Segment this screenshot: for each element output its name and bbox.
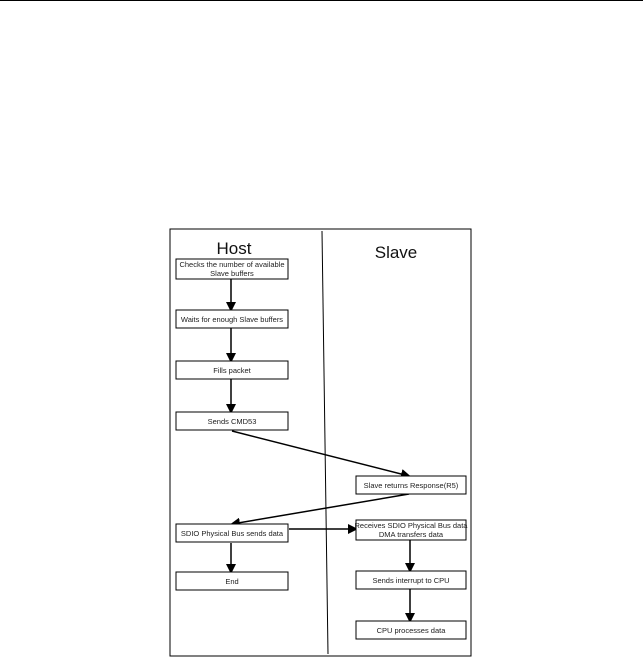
slave-step-cpu-process: CPU processes data [355, 620, 467, 640]
host-step-fill-packet: Fills packet [175, 360, 289, 380]
response-label: Slave returns Response(R5) [364, 481, 459, 490]
check-buffers-line-1: Checks the number of available [179, 260, 284, 269]
arrow-response-to-host-sends [230, 493, 410, 528]
fill-packet-label: Fills packet [213, 366, 251, 375]
interrupt-label: Sends interrupt to CPU [372, 576, 449, 585]
connector-group [226, 279, 415, 623]
receive-line-1: Receives SDIO Physical Bus data [355, 521, 469, 530]
slave-step-interrupt: Sends interrupt to CPU [355, 570, 467, 590]
check-buffers-line-2: Slave buffers [210, 269, 254, 278]
arrow-send-to-response [231, 430, 411, 479]
cpu-process-label: CPU processes data [377, 626, 447, 635]
host-step-host-sends: SDIO Physical Bus sends data [175, 523, 289, 543]
end-label: End [225, 577, 238, 586]
slave-step-response: Slave returns Response(R5) [355, 475, 467, 495]
send-cmd-label: Sends CMD53 [208, 417, 257, 426]
host-sends-label: SDIO Physical Bus sends data [181, 529, 284, 538]
diagram-frame [169, 228, 472, 657]
host-lane-title: Host [217, 239, 252, 258]
lane-divider [321, 230, 329, 655]
host-step-send-cmd: Sends CMD53 [175, 411, 289, 431]
receive-line-2: DMA transfers data [379, 530, 444, 539]
page-top-rule [0, 0, 643, 1]
slave-lane-title: Slave [375, 243, 418, 262]
slave-step-receive: Receives SDIO Physical Bus data DMA tran… [355, 519, 469, 541]
wait-buffers-label: Waits for enough Slave buffers [181, 315, 283, 324]
host-step-end: End [175, 571, 289, 591]
host-step-wait-buffers: Waits for enough Slave buffers [175, 309, 289, 329]
host-step-check-buffers: Checks the number of available Slave buf… [175, 258, 289, 280]
